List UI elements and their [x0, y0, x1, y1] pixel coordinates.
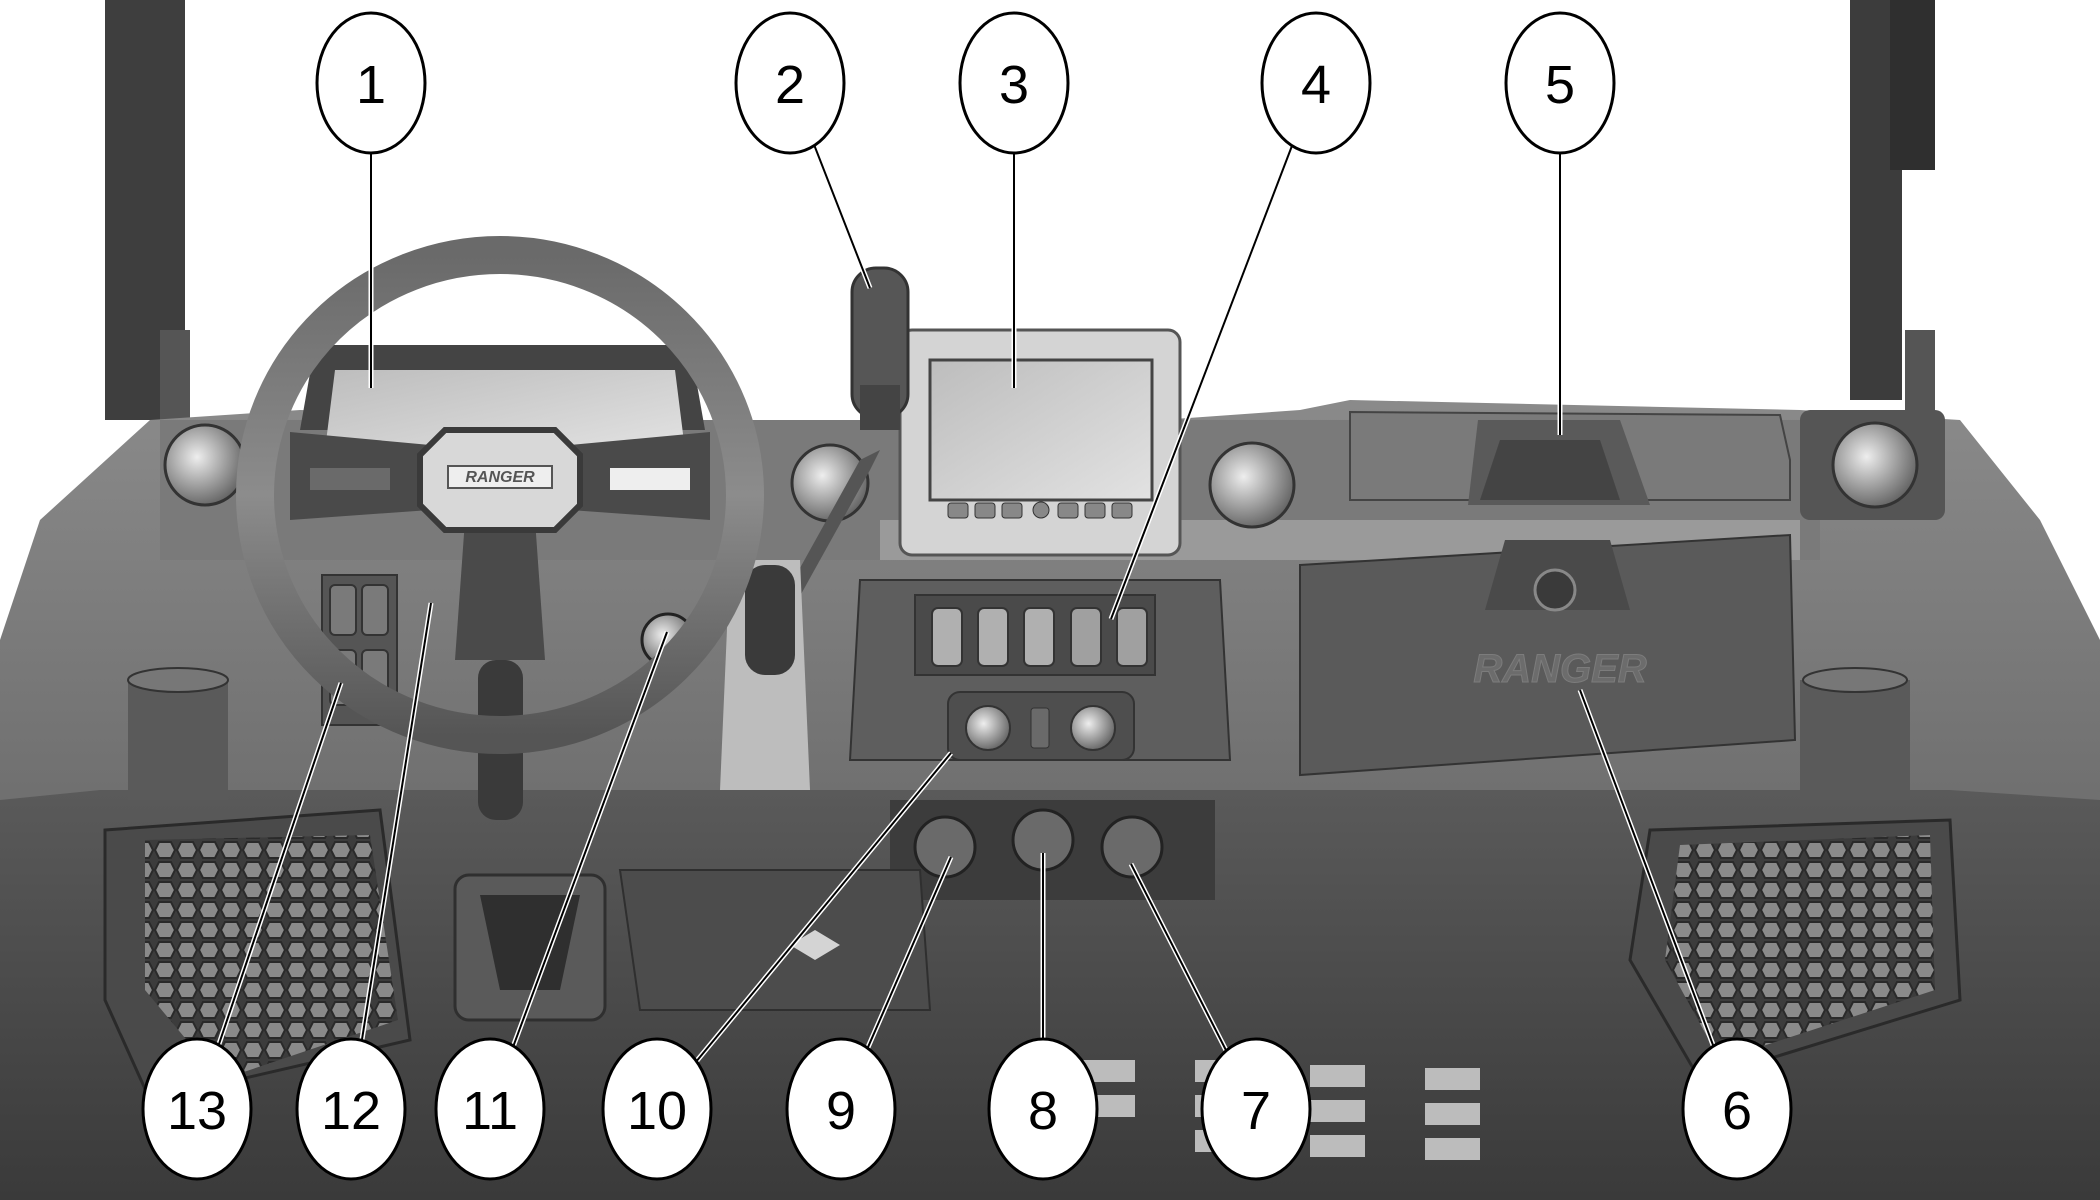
mode-knob-right: [1070, 705, 1116, 751]
display-button: [947, 502, 969, 519]
glove-box-latch-icon: [1533, 568, 1577, 612]
leader-line: [813, 145, 871, 289]
display-button: [974, 502, 996, 519]
callout-number: 9: [826, 1081, 856, 1141]
accessory-power-port: [913, 815, 977, 879]
leader-line: [360, 602, 432, 1041]
callout-circle: [295, 1037, 407, 1181]
callout-11: 11: [434, 631, 670, 1181]
center-display-screen: [898, 328, 1182, 557]
left-speaker: [103, 808, 412, 1102]
vent-slot: [1310, 1100, 1365, 1122]
rocker-switch: [931, 607, 963, 667]
callout-number: 1: [356, 55, 386, 115]
callout-7: 7: [1128, 862, 1312, 1181]
side-switch: [361, 584, 389, 636]
callout-circle: [785, 1037, 897, 1181]
callout-circle: [1681, 1037, 1793, 1181]
callout-4: 4: [1108, 11, 1372, 620]
callout-circle: [1260, 11, 1372, 155]
leader-line: [1579, 689, 1715, 1047]
display-buttons: [947, 501, 1133, 519]
callout-number: 6: [1722, 1081, 1752, 1141]
rocker-switch: [1023, 607, 1055, 667]
instrument-cluster: [300, 345, 705, 450]
vent-right-outer: [1800, 410, 1945, 520]
callout-circle: [434, 1037, 546, 1181]
callout-number: 4: [1301, 55, 1331, 115]
leader-line: [695, 752, 952, 1062]
dash-storage-tray: [1349, 410, 1791, 505]
right-cup-holder: [1800, 667, 1910, 800]
lower-storage: [453, 869, 932, 1022]
rocker-switch: [1070, 607, 1102, 667]
glove-box: RANGER: [1299, 533, 1797, 777]
rocker-switch: [1116, 607, 1148, 667]
leader-line: [512, 631, 668, 1047]
vent-left-outer: [163, 423, 247, 507]
callout-number: 12: [321, 1081, 381, 1141]
center-console: [848, 579, 1232, 761]
leader-line: [1130, 863, 1228, 1052]
display-button: [1111, 502, 1133, 519]
leader-line: [217, 682, 342, 1046]
vent-center-right: [1208, 441, 1296, 529]
callout-number: 13: [167, 1081, 227, 1141]
callout-circle: [958, 11, 1070, 155]
left-cup-holder: [127, 667, 229, 800]
right-pillar: [1850, 0, 1935, 440]
callout-circle: [987, 1037, 1099, 1181]
callout-8: 8: [987, 853, 1099, 1181]
callout-6: 6: [1577, 689, 1793, 1181]
callout-5: 5: [1504, 11, 1616, 435]
power-ports: [890, 800, 1215, 900]
callout-9: 9: [785, 855, 954, 1181]
rocker-switch: [977, 607, 1009, 667]
callout-number: 5: [1545, 55, 1575, 115]
mode-knob-left: [965, 705, 1011, 751]
callout-number: 8: [1028, 1081, 1058, 1141]
glove-box-logo: RANGER: [1473, 647, 1646, 691]
side-switch: [329, 584, 357, 636]
callout-number: 11: [462, 1081, 518, 1141]
callout-circle: [1504, 11, 1616, 155]
vent-slot: [1425, 1103, 1480, 1125]
usb-power-port: [1100, 815, 1164, 879]
vent-slot: [1080, 1060, 1135, 1082]
vent-slot: [1425, 1068, 1480, 1090]
mode-indicator: [1030, 707, 1050, 749]
callout-circle: [141, 1037, 253, 1181]
display-button: [1001, 502, 1023, 519]
callout-number: 3: [999, 55, 1029, 115]
display-button: [1057, 502, 1079, 519]
leader-line: [866, 856, 952, 1049]
gear-shift-gate: [720, 560, 810, 790]
leader-line: [1110, 145, 1293, 620]
callout-circle: [734, 11, 846, 155]
callout-circle: [601, 1037, 713, 1181]
display-button: [1084, 502, 1106, 519]
right-speaker: [1628, 818, 1962, 1082]
callout-number: 7: [1241, 1081, 1271, 1141]
callout-number: 10: [627, 1081, 687, 1141]
vent-slot: [1310, 1135, 1365, 1157]
steering-wheel: RANGER: [236, 236, 764, 754]
callout-1: 1: [315, 11, 427, 388]
vent-slot: [1310, 1065, 1365, 1087]
callout-number: 2: [775, 55, 805, 115]
steering-hub-logo: RANGER: [465, 469, 535, 486]
left-pillar: [105, 0, 190, 440]
vent-slot: [1425, 1138, 1480, 1160]
callout-3: 3: [958, 11, 1070, 388]
callout-10: 10: [601, 751, 953, 1181]
callout-circle: [315, 11, 427, 155]
callout-circle: [1200, 1037, 1312, 1181]
callout-2: 2: [734, 11, 873, 289]
display-knob: [1032, 501, 1050, 519]
callout-13: 13: [141, 682, 344, 1181]
callout-12: 12: [295, 602, 434, 1181]
